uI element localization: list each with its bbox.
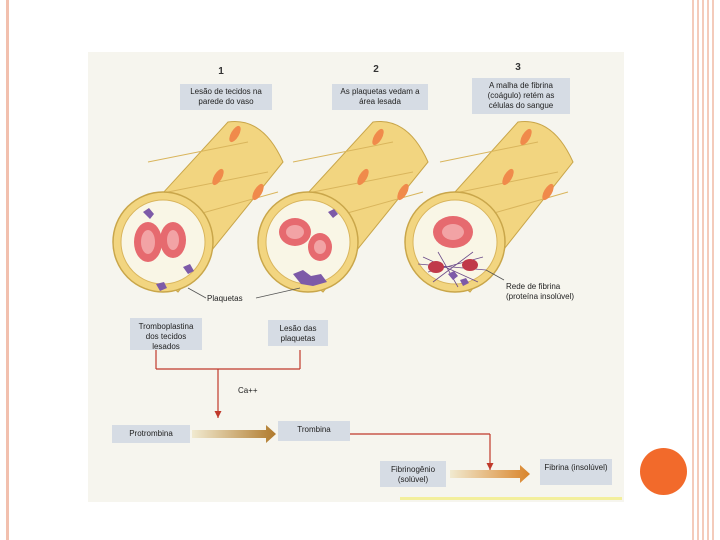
slide-frame-left-line <box>6 0 9 540</box>
vessel-2-platelet-plug <box>257 121 429 293</box>
step-caption-1: Lesão de tecidos na parede do vaso <box>180 84 272 110</box>
rede-fibrina-label: Rede de fibrina (proteína insolúvel) <box>506 282 575 301</box>
step-number-2: 2 <box>373 64 379 75</box>
orange-decor-dot <box>640 448 687 495</box>
protrombina-box: Protrombina <box>112 425 190 443</box>
step-number-3: 3 <box>515 62 521 73</box>
tromboplastina-box: Tromboplastina dos tecidos lesados <box>130 318 202 351</box>
slide-frame-right-stripes <box>692 0 714 540</box>
trombina-box: Trombina <box>278 421 350 441</box>
fibrina-box: Fibrina (insolúvel) <box>540 459 612 485</box>
fibrinogenio-box: Fibrinogênio (solúvel) <box>380 461 446 487</box>
figure-bottom-highlight <box>400 497 622 500</box>
lesao-plaquetas-box: Lesão das plaquetas <box>268 320 328 346</box>
vessel-3-fibrin-clot <box>404 121 574 293</box>
step-number-1: 1 <box>218 66 224 77</box>
step-caption-3: A malha de fibrina (coágulo) retém as cé… <box>472 78 570 114</box>
coagulation-illustration <box>112 121 574 483</box>
plaquetas-label: Plaquetas <box>207 294 243 303</box>
vessel-1-injured-wall <box>112 121 284 293</box>
step-caption-2: As plaquetas vedam a área lesada <box>332 84 428 110</box>
calcium-label: Ca++ <box>238 386 258 395</box>
